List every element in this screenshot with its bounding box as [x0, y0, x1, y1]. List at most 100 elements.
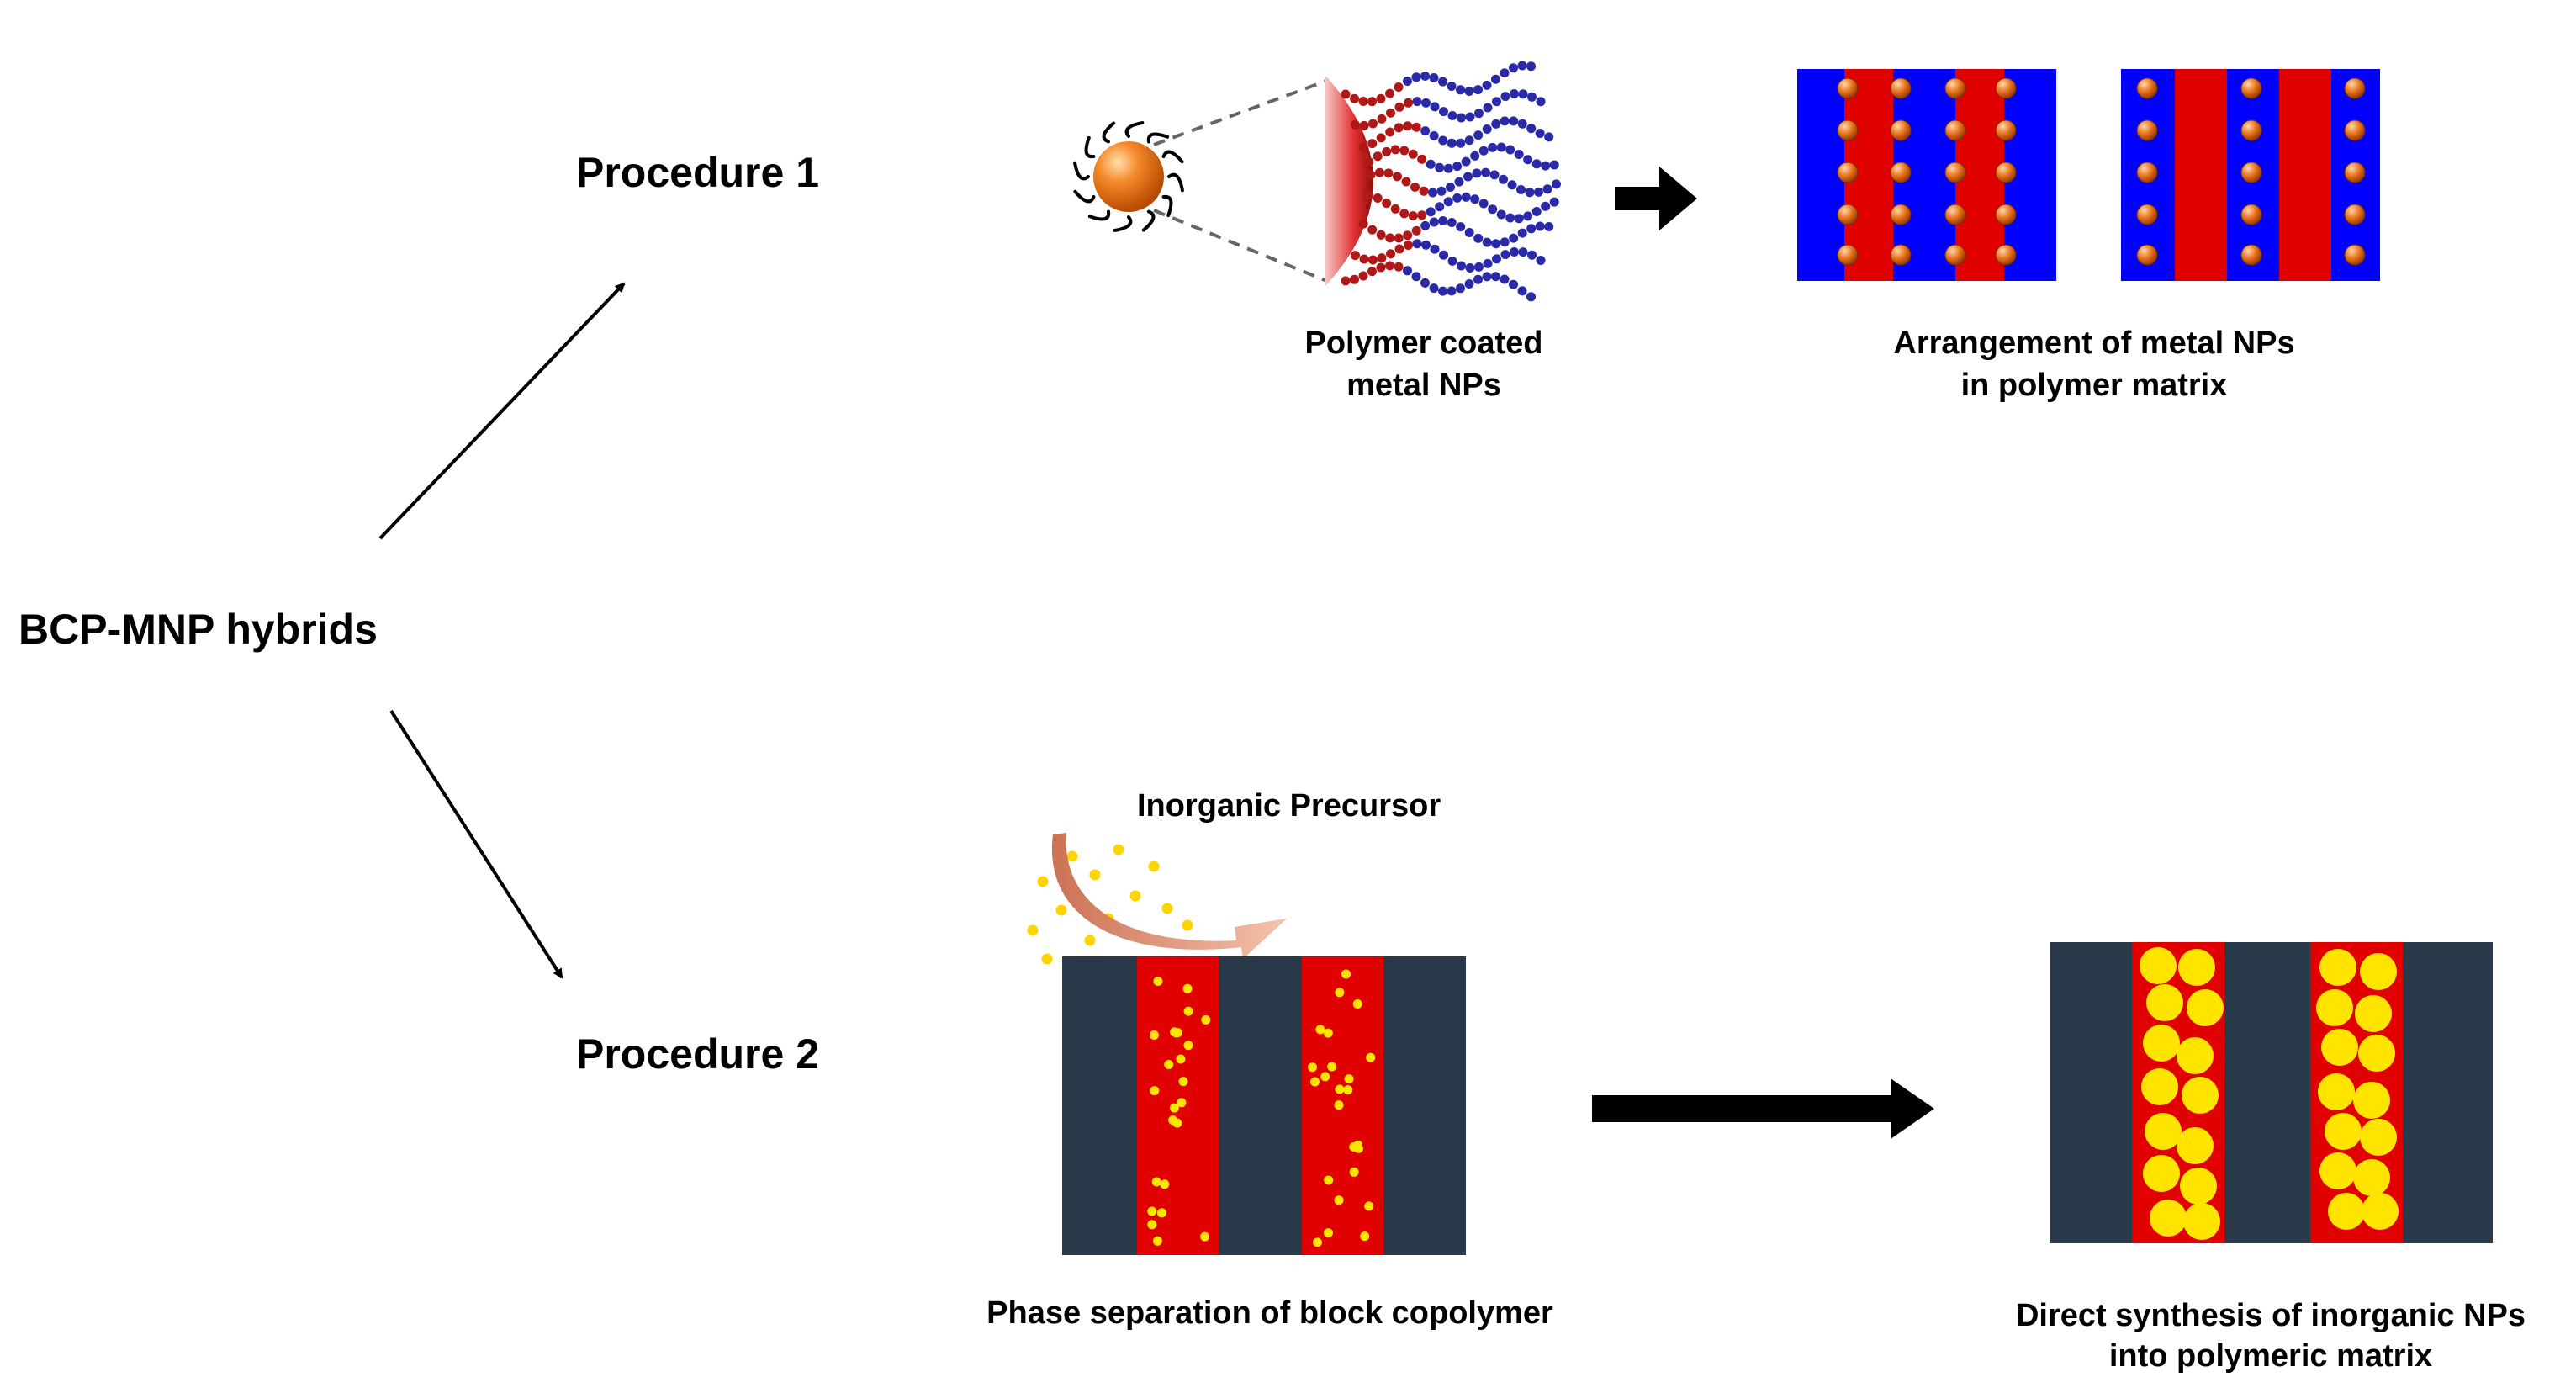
- polymer-bead: [1359, 254, 1369, 264]
- precursor-dot: [1171, 1028, 1181, 1038]
- polymer-bead: [1518, 247, 1528, 257]
- precursor-dot: [1041, 953, 1053, 965]
- polymer-bead: [1390, 145, 1400, 155]
- polymer-bead: [1411, 272, 1421, 282]
- polymer-bead: [1489, 170, 1500, 180]
- inorganic-np: [2145, 1113, 2182, 1150]
- polymer-bead: [1510, 247, 1519, 257]
- inorganic-np: [2141, 1068, 2178, 1105]
- metal-np: [2344, 77, 2366, 99]
- inorganic-np: [2360, 953, 2397, 990]
- metal-np: [2136, 244, 2158, 266]
- polymer-bead: [1536, 256, 1546, 265]
- polymer-bead: [1509, 63, 1518, 73]
- polymer-bead: [1527, 250, 1537, 260]
- polymer-bead: [1482, 237, 1492, 247]
- ligand: [1073, 189, 1096, 204]
- ligand: [1167, 172, 1184, 193]
- polymer-bead: [1419, 186, 1429, 196]
- polymer-bead: [1367, 267, 1377, 277]
- polymer-bead: [1373, 193, 1383, 203]
- metal-np: [1837, 244, 1859, 266]
- polymer-bead: [1474, 262, 1484, 272]
- polymer-bead: [1483, 103, 1493, 113]
- polymer-bead: [1377, 114, 1387, 124]
- polymer-bead: [1438, 77, 1447, 87]
- precursor-dot: [1084, 935, 1096, 946]
- metal-np: [2344, 204, 2366, 225]
- polymer-bead: [1430, 102, 1440, 112]
- polymer-bead: [1408, 149, 1418, 159]
- polymer-bead: [1456, 138, 1466, 148]
- polymer-bead: [1465, 112, 1475, 122]
- polymer-bead: [1430, 244, 1440, 254]
- polymer-bead: [1488, 204, 1498, 215]
- polymer-bead: [1351, 251, 1360, 261]
- precursor-label: Inorganic Precursor: [1137, 788, 1441, 824]
- coated-label-2: metal NPs: [1346, 368, 1501, 403]
- polymer-bead: [1456, 283, 1465, 294]
- metal-np: [2344, 162, 2366, 183]
- polymer-bead: [1376, 93, 1386, 103]
- polymer-bead: [1341, 276, 1351, 286]
- polymer-bead: [1447, 138, 1457, 148]
- polymer-bead: [1496, 209, 1506, 220]
- polymer-bead: [1491, 239, 1501, 249]
- metal-np: [2136, 119, 2158, 141]
- polymer-bead: [1420, 220, 1431, 230]
- precursor-dot: [1176, 1054, 1186, 1064]
- polymer-bead: [1368, 255, 1378, 265]
- polymer-bead: [1367, 97, 1377, 107]
- polymer-bead: [1386, 108, 1395, 118]
- inorganic-np: [2177, 1037, 2214, 1074]
- polymer-bead: [1439, 250, 1448, 260]
- polymer-bead: [1464, 87, 1474, 96]
- precursor-dot: [1335, 988, 1345, 998]
- metal-np: [2240, 244, 2262, 266]
- polymer-bead: [1510, 89, 1519, 98]
- arrangement-label-1: Arrangement of metal NPs: [1893, 326, 2294, 361]
- polymer-bead: [1376, 133, 1386, 143]
- polymer-bead: [1500, 274, 1510, 284]
- precursor-dot: [1161, 903, 1173, 914]
- precursor-dot: [1201, 1014, 1211, 1025]
- polymer-bead: [1481, 167, 1490, 177]
- polymer-bead: [1376, 230, 1386, 240]
- metal-np: [1837, 162, 1859, 183]
- polymer-bead: [1393, 172, 1402, 182]
- metal-np: [1944, 119, 1966, 141]
- polymer-bead: [1536, 97, 1546, 107]
- arrow-to-procedure1: [378, 282, 626, 540]
- metal-np: [2240, 204, 2262, 225]
- metal-np: [1995, 77, 2017, 99]
- inorganic-np: [2355, 995, 2392, 1032]
- polymer-bead: [1403, 77, 1412, 86]
- precursor-dot: [1366, 1052, 1376, 1062]
- precursor-dot: [1178, 1077, 1188, 1087]
- precursor-dot: [1149, 1030, 1159, 1040]
- inorganic-np: [2140, 947, 2177, 984]
- polymer-bead: [1505, 145, 1515, 155]
- polymer-bead: [1350, 274, 1359, 284]
- inorganic-np: [2319, 949, 2356, 986]
- polymer-bead: [1464, 135, 1474, 146]
- polymer-bead: [1509, 116, 1519, 126]
- polymer-bead: [1443, 197, 1453, 207]
- metal-np: [1837, 77, 1859, 99]
- polymer-bead: [1478, 146, 1489, 156]
- polymer-bead: [1464, 279, 1474, 289]
- polymer-bead: [1496, 142, 1506, 152]
- polymer-bead: [1535, 221, 1545, 231]
- precursor-dot: [1066, 850, 1078, 862]
- metal-np: [2240, 77, 2262, 99]
- precursor-dot: [1352, 999, 1362, 1009]
- polymer-bead: [1478, 199, 1489, 209]
- precursor-dot: [1353, 1140, 1363, 1150]
- precursor-dot: [1343, 1085, 1353, 1095]
- polymer-bead: [1412, 239, 1422, 249]
- precursor-dot: [1364, 1201, 1374, 1211]
- polymer-bead: [1383, 168, 1394, 178]
- polymer-bead: [1473, 85, 1483, 95]
- polymer-bead: [1403, 121, 1413, 131]
